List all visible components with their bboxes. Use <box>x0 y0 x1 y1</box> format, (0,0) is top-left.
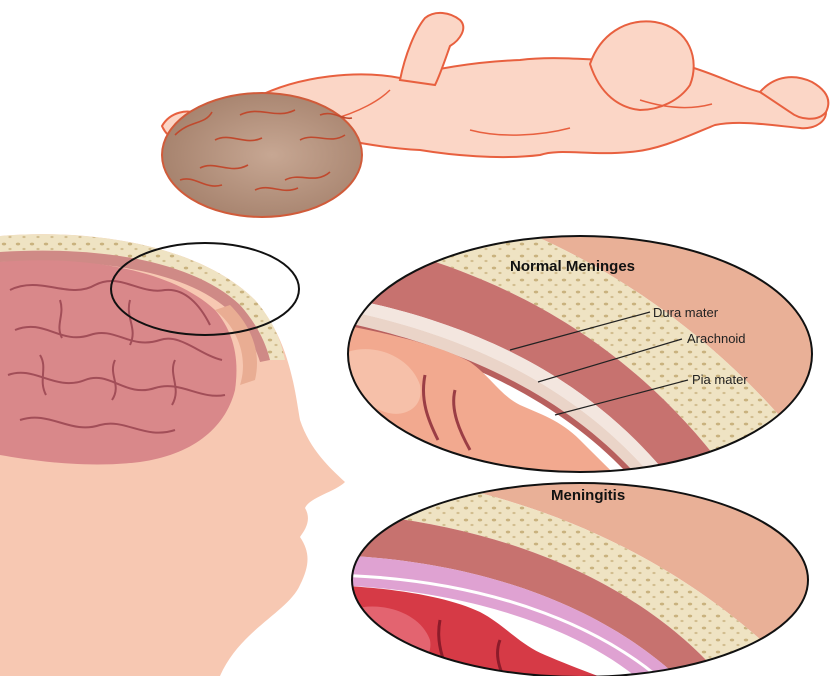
meningitis-panel: Meningitis <box>330 470 836 676</box>
infant-illustration <box>162 13 828 217</box>
label-dura-mater: Dura mater <box>653 305 719 320</box>
meningitis-title: Meningitis <box>551 487 625 504</box>
head-profile <box>0 234 345 676</box>
normal-meninges-title: Normal Meninges <box>510 258 635 275</box>
normal-meninges-panel: Normal Meninges Dura mater Arachnoid Pia… <box>300 170 836 520</box>
label-pia-mater: Pia mater <box>692 372 748 387</box>
label-arachnoid: Arachnoid <box>687 331 746 346</box>
